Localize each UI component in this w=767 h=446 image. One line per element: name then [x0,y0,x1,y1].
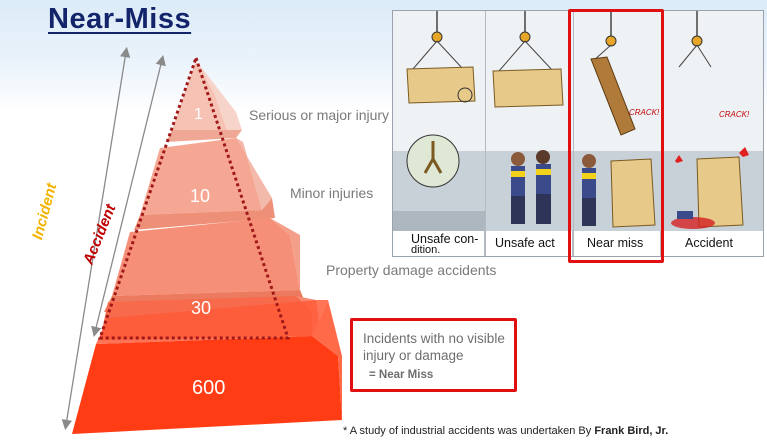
comic-strip: CRACK! CRACK! Unsafe con- dition. Unsafe… [392,10,764,257]
callout-text: Incidents with no visible injury or dama… [363,330,505,364]
panel-2-scene [486,11,573,231]
accident-frame [97,53,291,340]
footnote-author: Frank Bird, Jr. [594,425,669,437]
crack-sound-1: CRACK! [629,108,660,117]
pyramid-value-1: 1 [194,106,203,123]
callout-near-miss: = Near Miss [369,369,434,381]
crack-sound-2: CRACK! [719,110,750,119]
pyramid-label-1: Serious or major injury [249,107,390,123]
panel-1-scene [393,11,485,231]
pyramid-label-3: Property damage accidents [326,262,497,278]
callout-line-2: injury or damage [363,348,464,363]
panel-4-scene: CRACK! [662,11,763,231]
page-title: Near-Miss [48,3,192,35]
accident-arrow [91,54,166,338]
panel-3-caption: Near miss [587,236,644,250]
panel-2-caption: Unsafe act [495,236,555,250]
callout-line-1: Incidents with no visible [363,331,505,346]
panel-1-caption-line-1: Unsafe con- [411,232,479,246]
near-miss-highlight [568,9,664,263]
pyramid-label-2: Minor injuries [290,185,374,201]
panel-4-caption: Accident [685,236,733,250]
panel-1-caption-line-2: dition. [411,244,441,256]
pyramid-level-2 [134,138,275,230]
panel-3-scene: CRACK! [574,11,661,231]
footnote: * A study of industrial accidents was un… [343,425,668,437]
near-miss-callout: Incidents with no visible injury or dama… [350,318,517,392]
pyramid-value-5: 600 [192,377,226,399]
pyramid-value-2: 10 [190,186,211,206]
footnote-text: * A study of industrial accidents was un… [343,425,595,437]
pyramid-level-1 [166,63,242,142]
comic-illustration: CRACK! CRACK! [393,11,763,256]
pyramid-value-4: 30 [191,298,212,318]
pyramid-level-5 [72,300,342,434]
